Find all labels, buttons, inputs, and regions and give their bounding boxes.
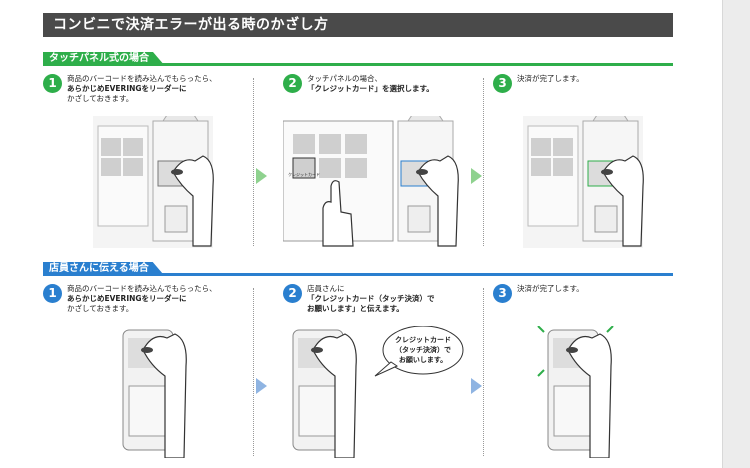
section-rule — [43, 63, 673, 66]
step-text: 商品のバーコードを読み込んでもらったら、 あらかじめEVERINGをリーダーに … — [67, 74, 217, 103]
speech-bubble-line: クレジットカード — [395, 335, 451, 344]
screen-button-label: クレジットカード — [288, 171, 320, 177]
step-3: 3 決済が完了します。 — [493, 282, 693, 458]
speech-bubble-line: （タッチ決済）で — [395, 345, 451, 354]
arrow-right-icon — [256, 168, 267, 184]
step-text: 決済が完了します。 — [517, 284, 584, 293]
section-touch-panel: タッチパネル式の場合 1 商品のバーコードを読み込んでもらったら、 あらかじめE… — [43, 52, 673, 248]
step-2: 2 タッチパネルの場合、 「クレジットカード」を選択します。 クレジットカード — [283, 72, 483, 247]
speech-bubble-line: お願いします。 — [399, 355, 447, 364]
arrow-right-icon — [256, 378, 267, 394]
terminal-hand-illustration — [93, 116, 214, 248]
column-divider — [253, 288, 254, 456]
step-number: 3 — [493, 284, 512, 303]
card-reader-hand-illustration — [122, 329, 187, 458]
section-heading: タッチパネル式の場合 — [43, 52, 165, 66]
step-text: タッチパネルの場合、 「クレジットカード」を選択します。 — [307, 74, 434, 93]
step-3: 3 決済が完了します。 — [493, 72, 693, 248]
step-1: 1 商品のバーコードを読み込んでもらったら、 あらかじめEVERINGをリーダー… — [43, 282, 243, 458]
payment-complete-illustration — [537, 326, 614, 458]
scrollbar-track[interactable] — [722, 0, 750, 468]
step-text: 店員さんに 「クレジットカード（タッチ決済）で お願いします」と伝えます。 — [307, 284, 435, 313]
page: コンビニで決済エラーが出る時のかざし方 タッチパネル式の場合 1 商品のバーコー… — [43, 13, 673, 458]
step-1: 1 商品のバーコードを読み込んでもらったら、 あらかじめEVERINGをリーダー… — [43, 72, 243, 248]
section-tell-clerk: 店員さんに伝える場合 1 商品のバーコードを読み込んでもらったら、 あらかじめE… — [43, 262, 673, 458]
column-divider — [483, 78, 484, 246]
step-2: 2 店員さんに 「クレジットカード（タッチ決済）で お願いします」と伝えます。 — [283, 282, 483, 458]
step-number: 2 — [283, 74, 302, 93]
step-text: 商品のバーコードを読み込んでもらったら、 あらかじめEVERINGをリーダーに … — [67, 284, 217, 313]
page-title: コンビニで決済エラーが出る時のかざし方 — [43, 13, 673, 37]
section-heading: 店員さんに伝える場合 — [43, 262, 165, 276]
column-divider — [483, 288, 484, 456]
step-number: 1 — [43, 74, 62, 93]
payment-complete-illustration — [523, 116, 644, 248]
touch-panel-illustration: クレジットカード — [283, 116, 459, 247]
step-number: 1 — [43, 284, 62, 303]
column-divider — [253, 78, 254, 246]
step-text: 決済が完了します。 — [517, 74, 584, 83]
clerk-request-illustration: クレジットカード （タッチ決済）で お願いします。 — [292, 326, 464, 458]
section-rule — [43, 273, 673, 276]
arrow-right-icon — [471, 378, 482, 394]
arrow-right-icon — [471, 168, 482, 184]
step-number: 2 — [283, 284, 302, 303]
step-number: 3 — [493, 74, 512, 93]
